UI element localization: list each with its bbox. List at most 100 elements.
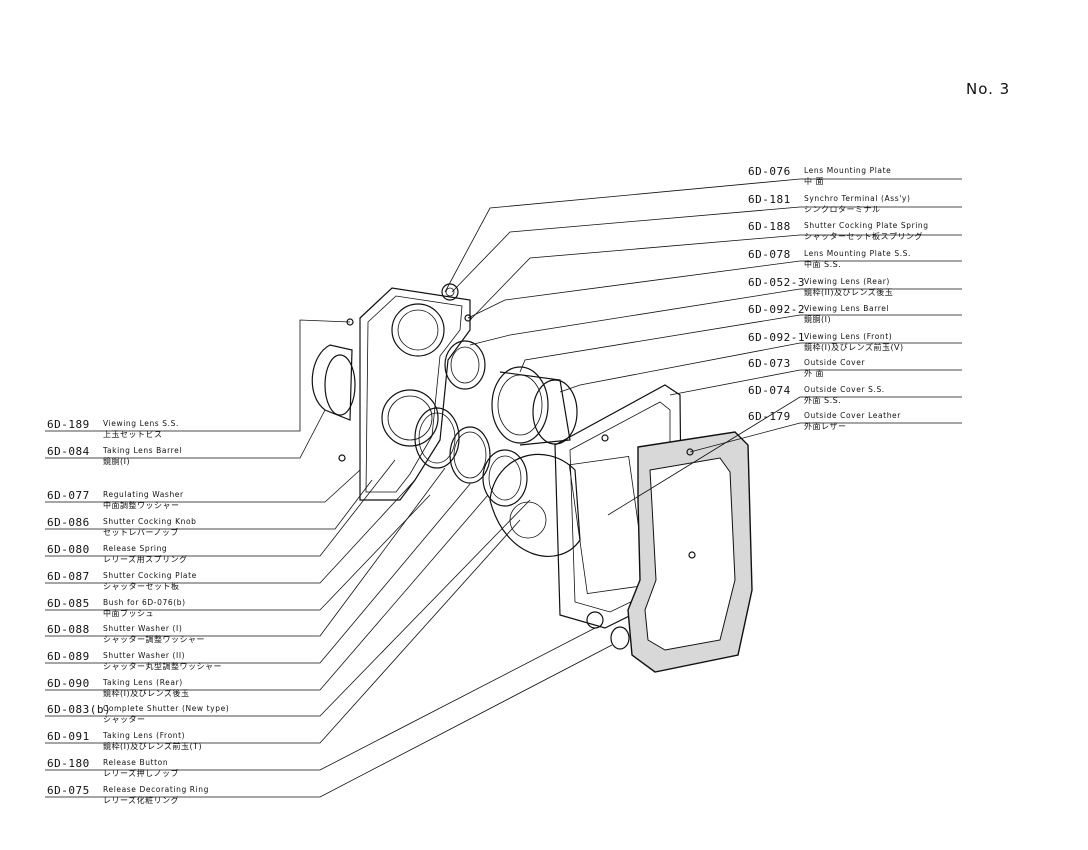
part-code: 6D-074 [748,384,791,397]
part-name-ja: シャッター [103,715,146,724]
part-name-en: Release Decorating Ring [103,785,210,794]
part-code: 6D-092-1 [748,331,805,344]
part-code: 6D-076 [748,165,791,178]
part-name-en: Complete Shutter (New type) [103,704,230,713]
part-name-ja: 鏡枠(II)及びレンズ後玉 [804,288,894,297]
leader-6d-077 [45,469,361,503]
part-name-ja: シンクロターミナル [804,205,881,214]
part-code: 6D-086 [47,516,90,529]
part-name-ja: シャッターセット板スプリング [804,232,923,241]
taking-lens-barrel-drawing [311,344,353,421]
leader-6d-180 [45,627,596,771]
part-name-en: Lens Mounting Plate S.S. [804,249,912,258]
part-name-en: Regulating Washer [103,490,184,499]
part-name-ja: レリーズ化粧リング [103,796,180,805]
part-name-ja: レリーズ用スプリング [103,555,188,564]
part-code: 6D-188 [748,220,791,233]
part-name-en: Viewing Lens S.S. [103,419,179,428]
release-ring-drawing [610,626,630,650]
part-name-en: Outside Cover S.S. [804,385,885,394]
leader-6d-073 [669,369,962,396]
leader-6d-088 [45,467,446,637]
leader-6d-092-2 [519,314,962,373]
part-code: 6D-181 [748,193,791,206]
part-code: 6D-089 [47,650,90,663]
part-code: 6D-078 [748,248,791,261]
part-name-ja: セットレバーノッブ [103,528,179,537]
part-name-en: Synchro Terminal (Ass'y) [804,194,911,203]
part-name-ja: 外面レザー [804,422,847,431]
part-name-en: Lens Mounting Plate [804,166,892,175]
part-code: 6D-091 [47,730,90,743]
part-name-ja: 中面調整ワッシャー [103,501,180,510]
part-name-ja: 鏡枠(I)及びレンズ後玉 [103,689,190,698]
part-name-en: Bush for 6D-076(b) [103,598,186,607]
part-name-en: Shutter Washer (I) [103,624,183,633]
leader-6d-090 [45,494,489,691]
part-code: 6D-077 [47,489,90,502]
part-name-en: Taking Lens (Front) [103,731,186,740]
part-code: 6D-052-3 [748,276,805,289]
leader-6d-076 [444,178,962,293]
part-code: 6D-083(b) [47,703,112,716]
leader-6d-074 [607,396,962,516]
leader-6d-188 [469,234,962,321]
leader-6d-092-1 [559,342,962,393]
part-name-ja: 外面 S.S. [804,396,842,405]
leader-6d-085 [45,494,431,611]
leader-6d-052-3 [469,288,962,346]
part-name-en: Viewing Lens (Rear) [804,277,890,286]
part-name-ja: 中面 S.S. [804,260,842,269]
part-name-en: Viewing Lens (Front) [804,332,893,341]
part-name-en: Taking Lens Barrel [103,446,183,455]
part-name-ja: シャッター丸型調整ワッシャー [103,662,222,671]
part-name-en: Shutter Cocking Plate Spring [804,221,929,230]
part-name-en: Shutter Washer (II) [103,651,186,660]
part-name-en: Taking Lens (Rear) [103,678,183,687]
leader-6d-089 [45,483,471,664]
lens-mounting-plate-drawing [359,287,471,501]
leader-6d-086 [45,479,373,530]
page-number: No. 3 [966,80,1011,98]
leader-6d-179 [689,422,962,453]
part-name-ja: 鏡胴(I) [103,457,131,466]
part-code: 6D-080 [47,543,90,556]
part-code: 6D-085 [47,597,90,610]
part-name-ja: 鏡枠(I)及びレンズ前玉(V) [804,343,904,352]
part-name-ja: 中面ブッシュ [103,609,154,618]
part-name-en: Viewing Lens Barrel [804,304,890,313]
part-code: 6D-073 [748,357,791,370]
part-name-en: Shutter Cocking Plate [103,571,197,580]
synchro-terminal-drawing [441,283,459,301]
part-name-ja: シャッターセット板 [103,582,180,591]
leader-6d-091 [45,519,521,744]
leader-6d-083b [45,499,531,717]
part-name-ja: 鏡胴(I) [804,315,832,324]
part-code: 6D-090 [47,677,90,690]
part-code: 6D-179 [748,410,791,423]
part-name-ja: 上玉セットビス [103,430,163,439]
part-name-ja: 中 面 [804,177,825,186]
part-code: 6D-088 [47,623,90,636]
part-name-ja: シャッター調整ワッシャー [103,635,205,644]
leader-6d-080 [45,459,396,557]
part-name-ja: レリーズ押しノッブ [103,769,179,778]
leader-6d-084 [45,409,326,459]
part-code: 6D-075 [47,784,90,797]
part-code: 6D-084 [47,445,90,458]
leader-6d-075 [45,644,613,798]
part-code: 6D-087 [47,570,90,583]
part-name-en: Release Button [103,758,169,767]
part-code: 6D-189 [47,418,90,431]
leader-6d-181 [451,206,962,293]
leader-6d-189 [45,319,351,432]
part-name-en: Outside Cover [804,358,866,367]
leader-6d-087 [45,479,416,584]
part-name-en: Shutter Cocking Knob [103,517,197,526]
part-code: 6D-180 [47,757,90,770]
leader-6d-078 [467,260,962,319]
part-name-ja: 外 面 [804,369,825,378]
part-name-en: Outside Cover Leather [804,411,901,420]
